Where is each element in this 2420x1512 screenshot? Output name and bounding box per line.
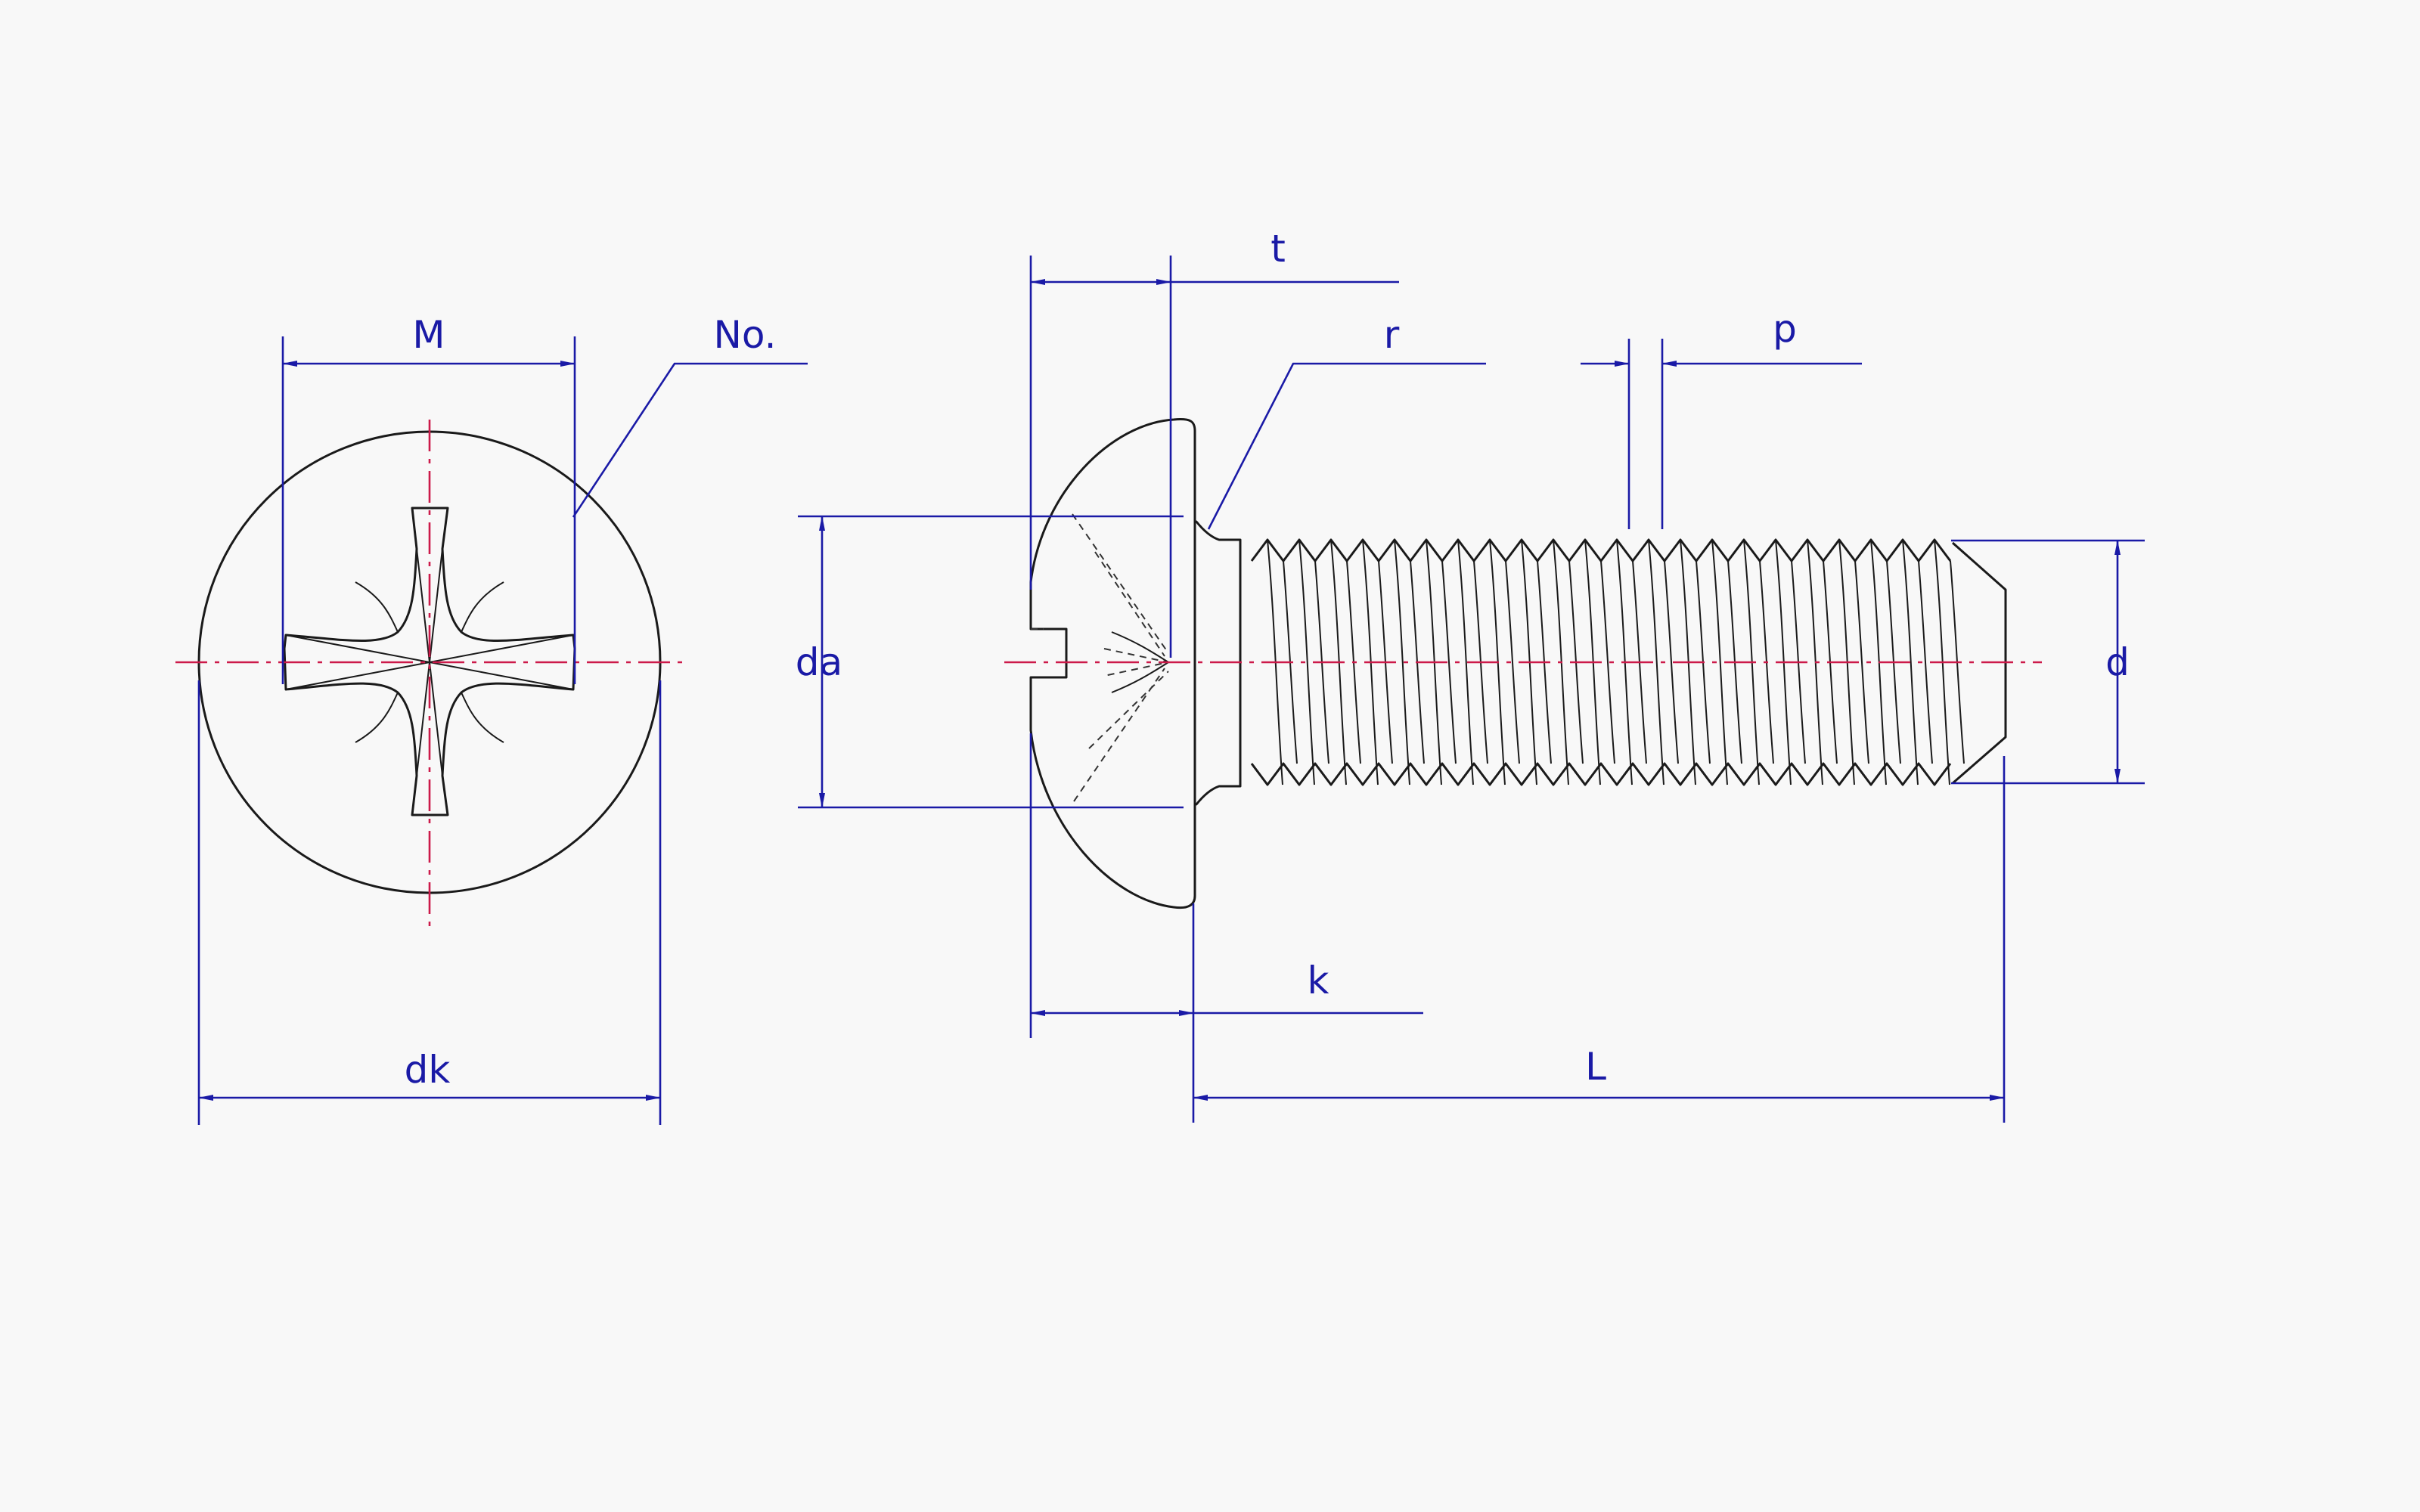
thread-root: [1664, 560, 1679, 764]
thread-crest: [1902, 539, 1919, 785]
thread-crest: [1711, 539, 1728, 785]
leader-recess-no: [572, 362, 808, 518]
thread-crest-line: [1250, 538, 1952, 562]
label-da: da: [796, 640, 842, 684]
thread-crest: [1394, 539, 1410, 785]
truss-head-profile: [1029, 418, 1196, 909]
thread-crest-line: [1250, 762, 1952, 786]
label-k: k: [1308, 959, 1329, 1002]
thread-root: [1441, 560, 1457, 764]
thread-root: [1918, 560, 1933, 764]
thread-root: [1505, 560, 1520, 764]
label-l: L: [1585, 1045, 1606, 1089]
label-p: p: [1773, 307, 1797, 351]
label-r: r: [1384, 313, 1400, 357]
label-m: M: [412, 313, 445, 357]
label-d: d: [2105, 640, 2130, 684]
label-t: t: [1270, 227, 1286, 271]
thread-crest: [1457, 539, 1474, 785]
thread-root: [1600, 560, 1615, 764]
thread-crest: [1648, 539, 1665, 785]
head-front-view: M No. dk: [175, 313, 808, 1125]
label-recess-no: No.: [713, 313, 776, 357]
phillips-recess: [283, 507, 576, 816]
label-dk: dk: [405, 1048, 451, 1092]
leader-r: [1207, 362, 1486, 530]
thread-root: [1854, 560, 1869, 764]
thread-crest: [1298, 539, 1315, 785]
screw-side-view: t r p da d k L: [796, 227, 2145, 1123]
